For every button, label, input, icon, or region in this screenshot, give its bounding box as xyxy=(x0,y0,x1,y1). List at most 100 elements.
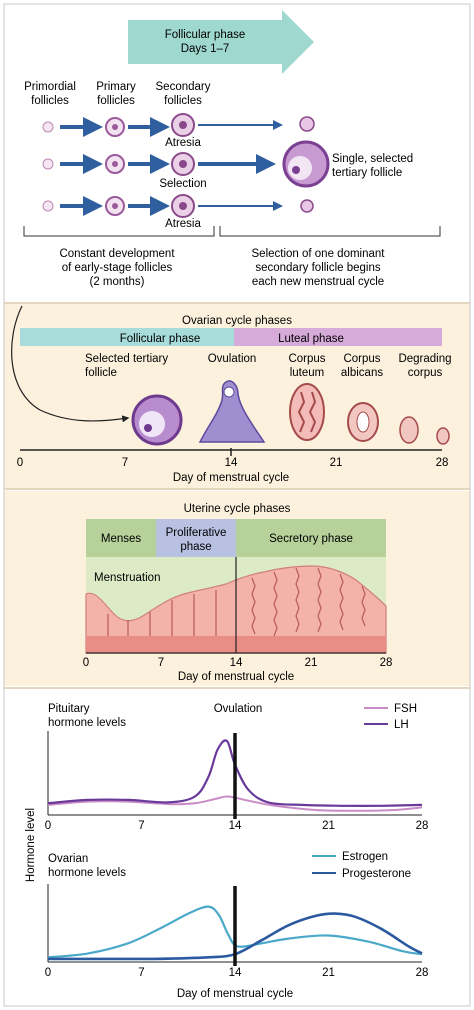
ovarian-cycle-panel: Ovarian cycle phases Follicular phase Lu… xyxy=(4,304,470,488)
hormone-axis-label: Day of menstrual cycle xyxy=(177,988,293,1000)
ovarian-tick-14: 14 xyxy=(225,457,238,469)
follicle-row-2: Selection Single, selected tertiary foll… xyxy=(42,140,413,190)
primary-label-2: follicles xyxy=(97,95,135,107)
stage-tertiary-label-1: Selected tertiary xyxy=(85,353,168,365)
pituitary-title-1: Pituitary xyxy=(48,703,90,715)
progesterone-series-line xyxy=(47,912,423,961)
tick-label-28: 28 xyxy=(416,967,429,979)
stage-corpus-albicans-label-2: albicans xyxy=(341,367,383,379)
proliferative-label-1: Proliferative xyxy=(166,527,227,539)
follicular-development-panel: Follicular phase Days 1–7 Primordial fol… xyxy=(4,4,470,302)
corpus-luteum-fold xyxy=(297,391,306,433)
hormone-y-axis-label: Hormone level xyxy=(25,808,37,882)
fsh-series-line xyxy=(47,795,423,812)
stage-corpus-luteum-label-2: luteum xyxy=(290,367,325,379)
secondary-follicle-oocyte xyxy=(179,121,187,129)
ovarian-tick-0: 0 xyxy=(17,457,23,469)
tick-label-21: 21 xyxy=(322,967,335,979)
ovarian-panel-title: Ovarian cycle phases xyxy=(182,315,292,327)
degrading-corpus-illustration xyxy=(399,416,419,444)
primary-follicle-oocyte xyxy=(112,161,118,167)
atretic-follicle-icon xyxy=(300,199,314,213)
primordial-follicle-icon xyxy=(42,200,54,212)
selected-follicle-label-1: Single, selected xyxy=(332,153,413,165)
tick-label-21: 21 xyxy=(322,820,335,832)
figure-border xyxy=(3,3,471,1007)
primordial-follicle-icon xyxy=(42,121,54,133)
tick-label-0: 0 xyxy=(45,820,51,832)
corpus-luteum-fold xyxy=(308,391,317,433)
ovarian-tick-21: 21 xyxy=(330,457,343,469)
atretic-follicle-icon xyxy=(299,116,315,132)
uterine-axis-label: Day of menstrual cycle xyxy=(178,671,294,683)
lh-legend-label: LH xyxy=(394,719,409,731)
timeline-brackets xyxy=(23,226,441,237)
tertiary-follicle-antrum xyxy=(288,156,312,180)
stage-ovulation-label: Ovulation xyxy=(208,353,257,365)
proliferative-label-2: phase xyxy=(180,541,211,553)
follicular-phase-label: Follicular phase xyxy=(120,333,201,345)
uterine-cycle-panel: Uterine cycle phases Menses Proliferativ… xyxy=(4,491,470,686)
ovarian-tick-7: 7 xyxy=(122,457,128,469)
stage-degrading-label-2: corpus xyxy=(408,367,443,379)
uterine-panel-title: Uterine cycle phases xyxy=(184,503,291,515)
row-3-atresia-label: Atresia xyxy=(165,218,201,230)
endometrial-gland xyxy=(339,573,344,631)
bracket-left-line-3: (2 months) xyxy=(90,276,145,288)
pituitary-title-2: hormone levels xyxy=(48,717,126,729)
primordial-follicle-icon xyxy=(42,158,54,170)
bracket-right-line-1: Selection of one dominant xyxy=(252,248,386,260)
tertiary-follicle-oocyte xyxy=(292,166,300,174)
menses-label: Menses xyxy=(101,533,142,545)
corpus-albicans-core xyxy=(356,411,370,433)
tick-label-14: 14 xyxy=(229,820,242,832)
row-2-selection-label: Selection xyxy=(159,178,206,190)
uterine-tick-7: 7 xyxy=(158,657,164,669)
endometrial-gland xyxy=(273,571,278,637)
ovarian-axis-label: Day of menstrual cycle xyxy=(173,472,289,484)
pituitary-hormone-chart: Pituitary hormone levels Ovulation 0 7 14 2… xyxy=(45,703,429,832)
menses-phase-box xyxy=(86,519,156,557)
ovarian-hormone-title-2: hormone levels xyxy=(48,867,126,879)
selection-connector-arrow xyxy=(11,305,130,423)
endometrial-gland xyxy=(251,577,256,635)
tick-label-7: 7 xyxy=(138,820,144,832)
estrogen-series-line xyxy=(47,905,423,959)
tertiary-follicle-oocyte xyxy=(144,424,152,432)
primordial-label-1: Primordial xyxy=(24,81,76,93)
secretory-phase-box xyxy=(236,519,386,557)
tick-label-28: 28 xyxy=(416,820,429,832)
selected-follicle-label-2: tertiary follicle xyxy=(332,167,402,179)
primary-follicle-oocyte xyxy=(112,124,118,130)
follicular-phase-bar xyxy=(20,328,234,346)
secondary-follicle-oocyte xyxy=(179,202,187,210)
uterine-tick-21: 21 xyxy=(305,657,318,669)
endometrial-glands xyxy=(107,567,366,637)
ovulation-illustration xyxy=(198,380,266,443)
follicular-phase-arrow xyxy=(128,10,314,74)
released-oocyte xyxy=(223,386,235,398)
primary-follicle-oocyte xyxy=(112,203,118,209)
progesterone-legend-label: Progesterone xyxy=(342,868,411,880)
ovulation-annotation: Ovulation xyxy=(214,703,263,715)
bracket-left-line-2: of early-stage follicles xyxy=(62,262,173,274)
secondary-follicle-oocyte xyxy=(179,160,187,168)
bracket-left-line-1: Constant development xyxy=(59,248,175,260)
luteal-phase-label: Luteal phase xyxy=(278,333,344,345)
uterine-tick-0: 0 xyxy=(83,657,89,669)
follicle-row-3: Atresia xyxy=(42,194,314,230)
tick-label-14: 14 xyxy=(229,967,242,979)
corpus-luteum-illustration xyxy=(289,383,325,441)
tertiary-follicle-antrum xyxy=(139,411,165,437)
stage-corpus-albicans-label-1: Corpus xyxy=(343,353,380,365)
degrading-corpus-small-illustration xyxy=(436,427,450,445)
primary-label-1: Primary xyxy=(96,81,136,93)
uterine-tick-28: 28 xyxy=(380,657,393,669)
arrow-title-line-1: Follicular phase xyxy=(165,29,246,41)
secondary-label-1: Secondary xyxy=(156,81,211,93)
stage-tertiary-label-2: follicle xyxy=(85,367,117,379)
bracket-right-line-3: each new menstrual cycle xyxy=(252,276,384,288)
hormone-levels-panel: Hormone level Pituitary hormone levels O… xyxy=(4,689,470,1006)
